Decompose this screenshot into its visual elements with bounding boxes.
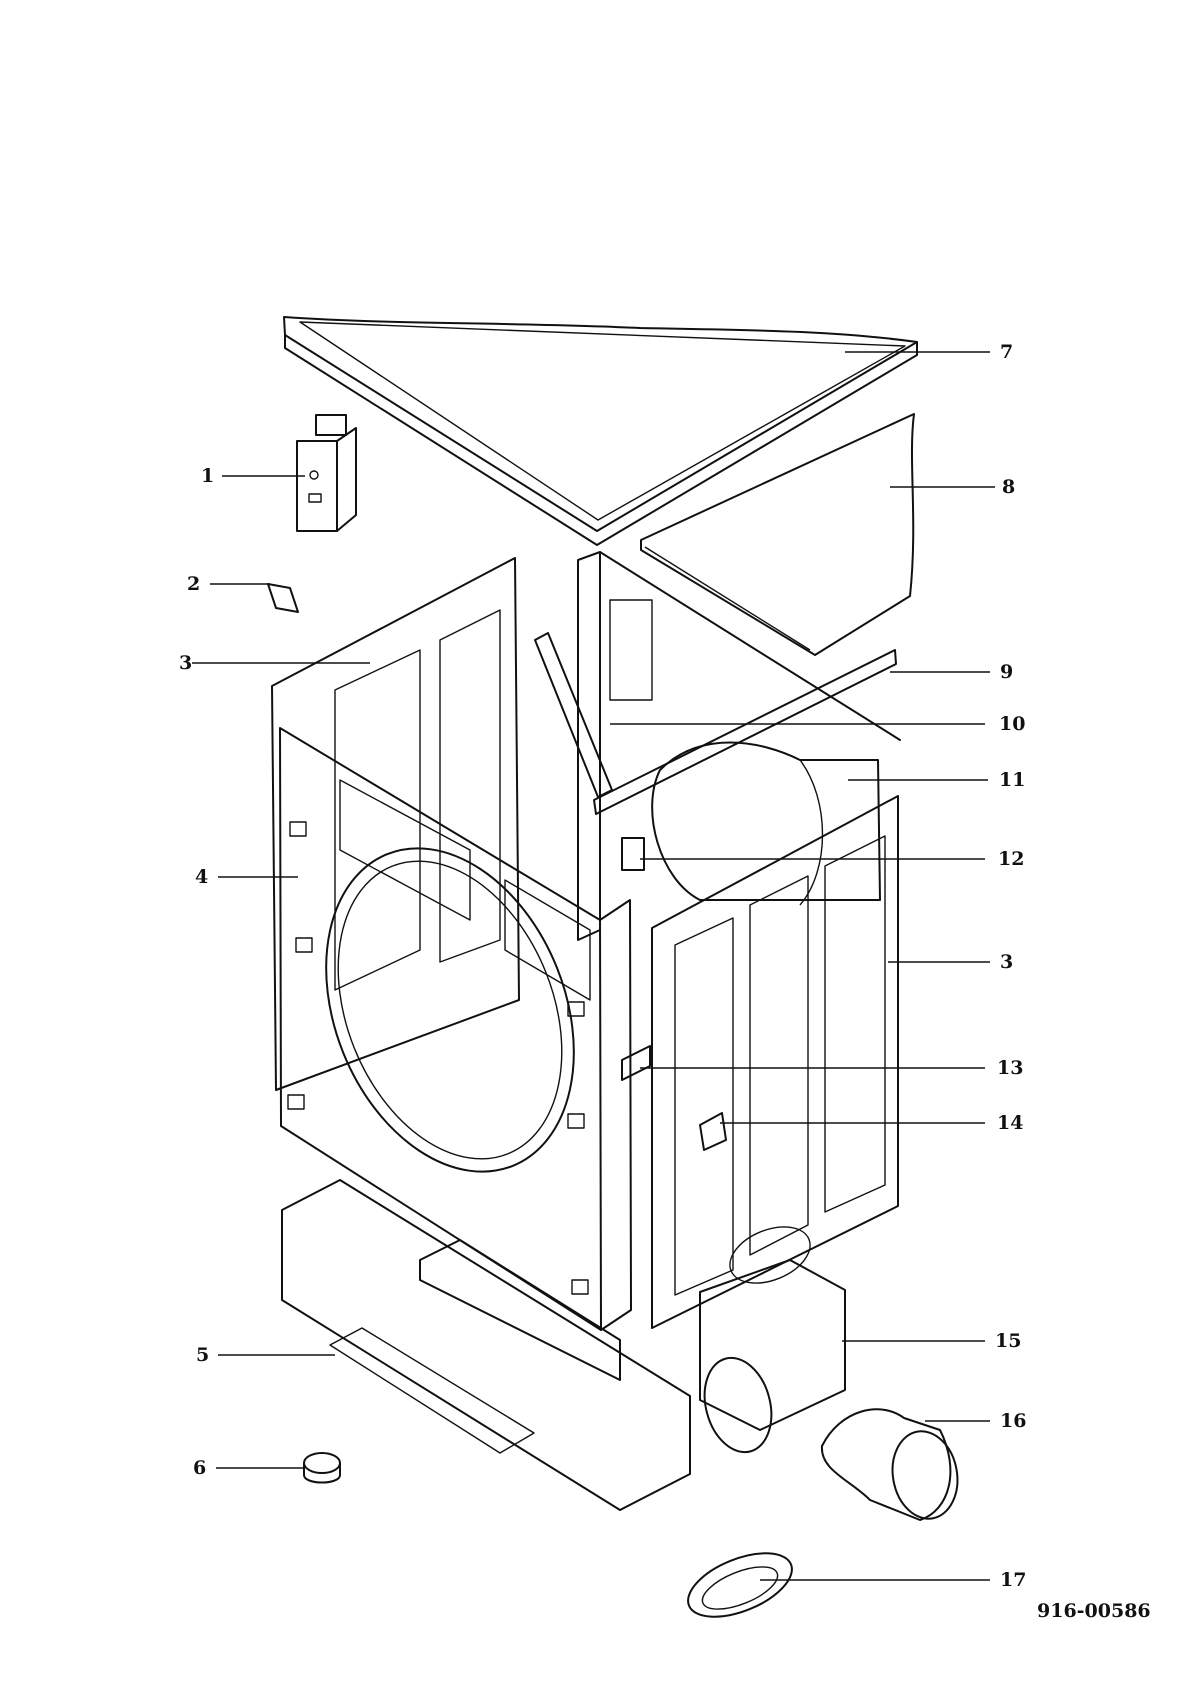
part-3-right-side-panel	[651, 795, 899, 1329]
part-12-lock	[621, 837, 645, 871]
callout-13: 13	[997, 1057, 1024, 1079]
part-13-bracket	[621, 1045, 651, 1081]
part-14-catch	[699, 1112, 727, 1151]
part-9-cross-rail	[593, 649, 897, 815]
callout-17: 17	[1000, 1569, 1027, 1591]
callout-8: 8	[1002, 476, 1016, 498]
callout-12: 12	[998, 848, 1025, 870]
callout-4: 4	[195, 866, 209, 888]
callout-6: 6	[193, 1457, 207, 1479]
part-6-foot	[303, 1452, 341, 1484]
part-5-base-frame	[281, 1179, 846, 1511]
part-17-seal-ring	[687, 1552, 793, 1618]
part-16-hose-connector	[820, 1408, 959, 1521]
callout-7: 7	[1000, 341, 1014, 363]
document-number: 916-00586	[1037, 1600, 1151, 1622]
part-11-drum	[651, 741, 881, 906]
part-4-front-panel	[279, 727, 632, 1331]
part-7-top-plate	[283, 316, 918, 546]
callout-5: 5	[196, 1344, 210, 1366]
callout-1: 1	[201, 465, 215, 487]
callout-16: 16	[1000, 1410, 1027, 1432]
callout-11: 11	[999, 769, 1026, 791]
callout-9: 9	[1000, 661, 1014, 683]
part-1-switch	[296, 414, 357, 532]
callout-15: 15	[995, 1330, 1022, 1352]
callout-3-right: 3	[1000, 951, 1014, 973]
callout-10: 10	[999, 713, 1026, 735]
part-3-left-side-panel	[271, 557, 520, 1091]
part-2-clip	[267, 583, 299, 613]
callout-14: 14	[997, 1112, 1024, 1134]
part-8-rear-panel	[640, 413, 915, 656]
leader-lines	[192, 351, 995, 1581]
callout-2: 2	[187, 573, 201, 595]
callout-3: 3	[179, 652, 193, 674]
